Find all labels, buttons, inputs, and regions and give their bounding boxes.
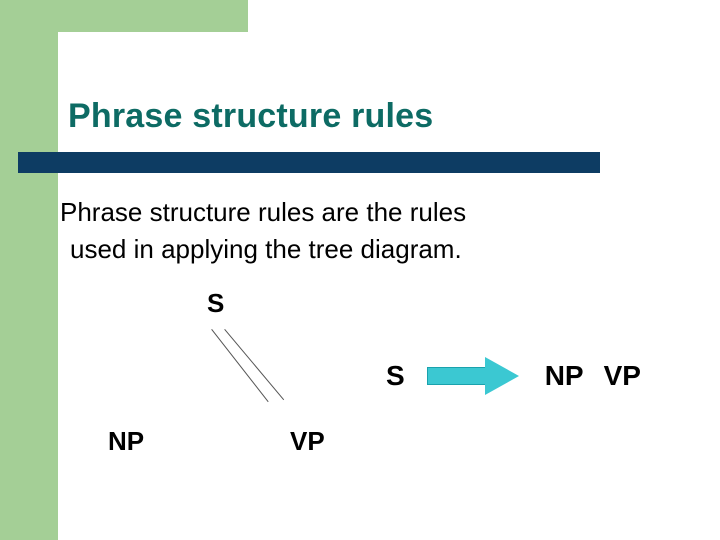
body-line-2: used in applying the tree diagram.: [70, 233, 462, 264]
rule-rhs-np: NP: [544, 360, 584, 391]
tree-branch-left: [211, 329, 269, 403]
title-divider-bar: [18, 152, 600, 173]
body-paragraph: Phrase structure rules are the rules use…: [60, 194, 700, 268]
rule-lhs-s: S: [386, 360, 405, 391]
page-title: Phrase structure rules: [68, 97, 434, 135]
tree-node-np: NP: [108, 426, 145, 456]
arrow-shaft: [426, 367, 489, 385]
tree-branch-right: [224, 329, 285, 401]
left-accent-band: [0, 0, 58, 540]
rule-rhs-vp: VP: [603, 360, 641, 391]
tree-diagram: S NP VP: [100, 288, 400, 488]
arrow-head: [484, 357, 519, 395]
body-line-1: Phrase structure rules are the rules: [60, 197, 467, 227]
top-accent-band: [0, 0, 248, 32]
phrase-structure-rule: S NP VP: [386, 352, 641, 400]
tree-node-vp: VP: [290, 426, 325, 456]
rightwards-arrow-icon: [426, 356, 527, 396]
tree-node-s: S: [207, 288, 225, 318]
